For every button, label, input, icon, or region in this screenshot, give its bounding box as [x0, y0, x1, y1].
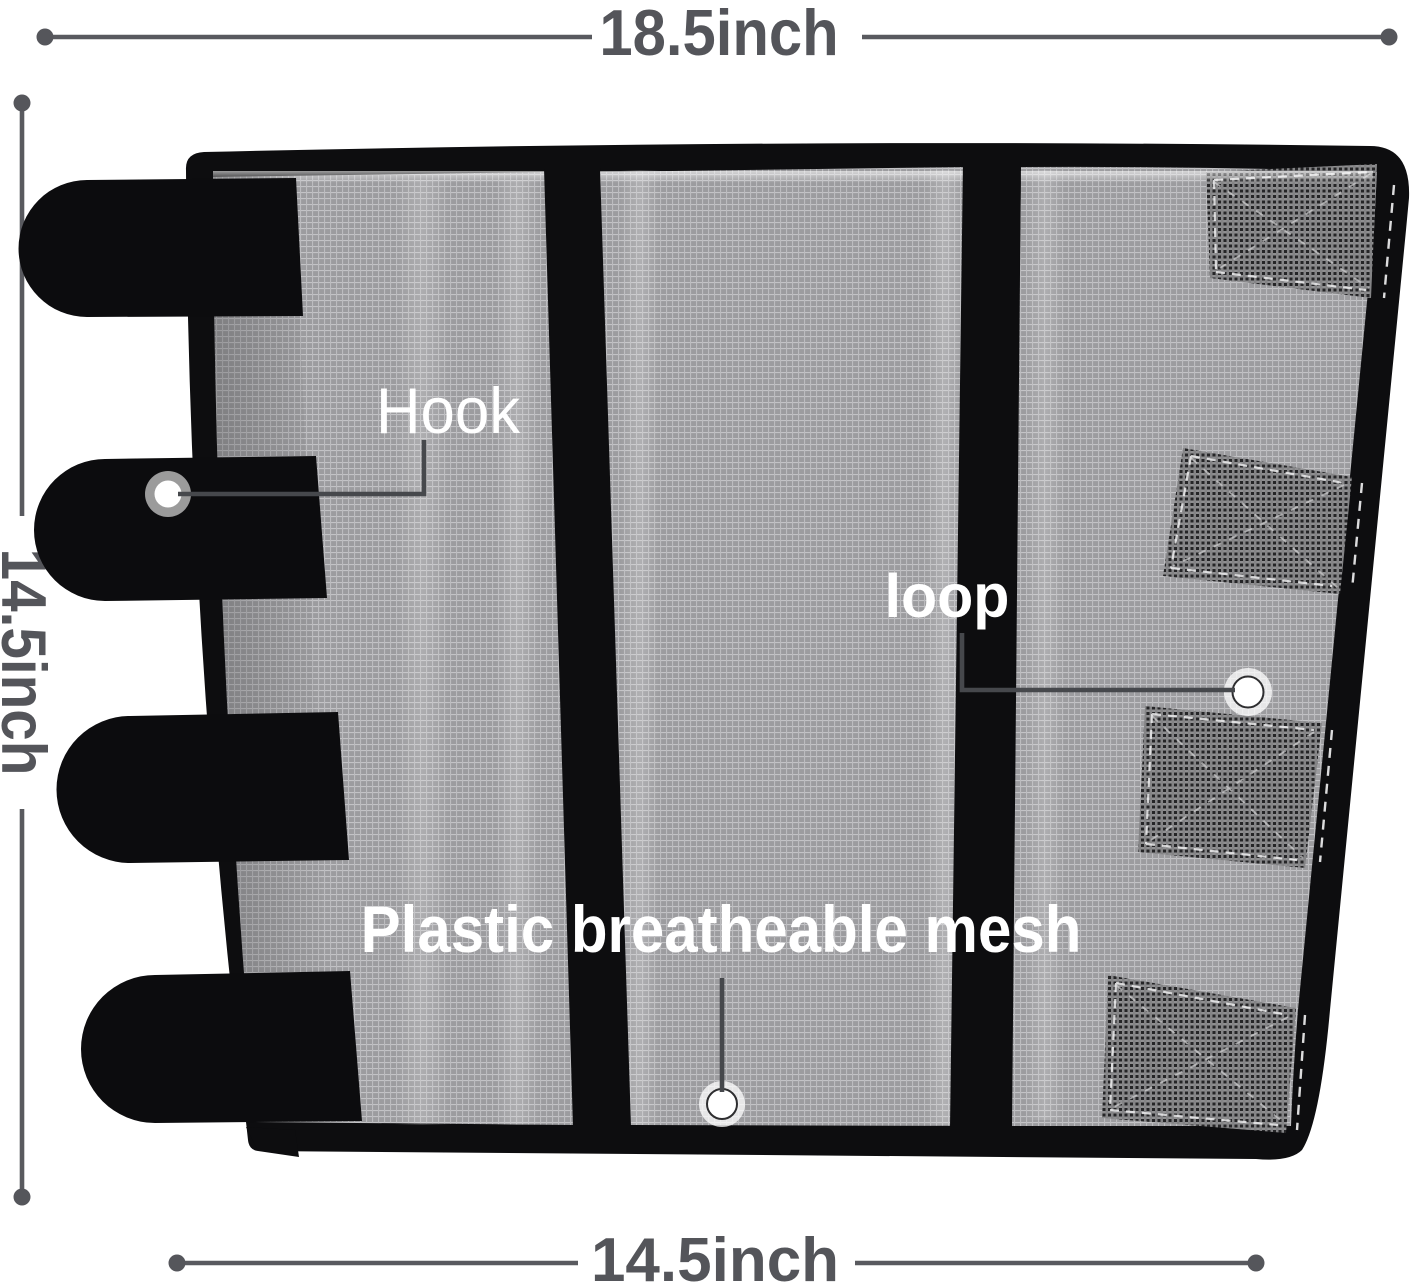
svg-text:Hook: Hook [376, 376, 520, 448]
svg-text:loop: loop [885, 562, 1010, 630]
svg-text:14.5inch: 14.5inch [591, 1226, 839, 1285]
svg-text:18.5inch: 18.5inch [599, 0, 838, 70]
svg-text:Plastic breatheable mesh: Plastic breatheable mesh [361, 893, 1082, 966]
svg-text:14.5inch: 14.5inch [0, 549, 59, 776]
